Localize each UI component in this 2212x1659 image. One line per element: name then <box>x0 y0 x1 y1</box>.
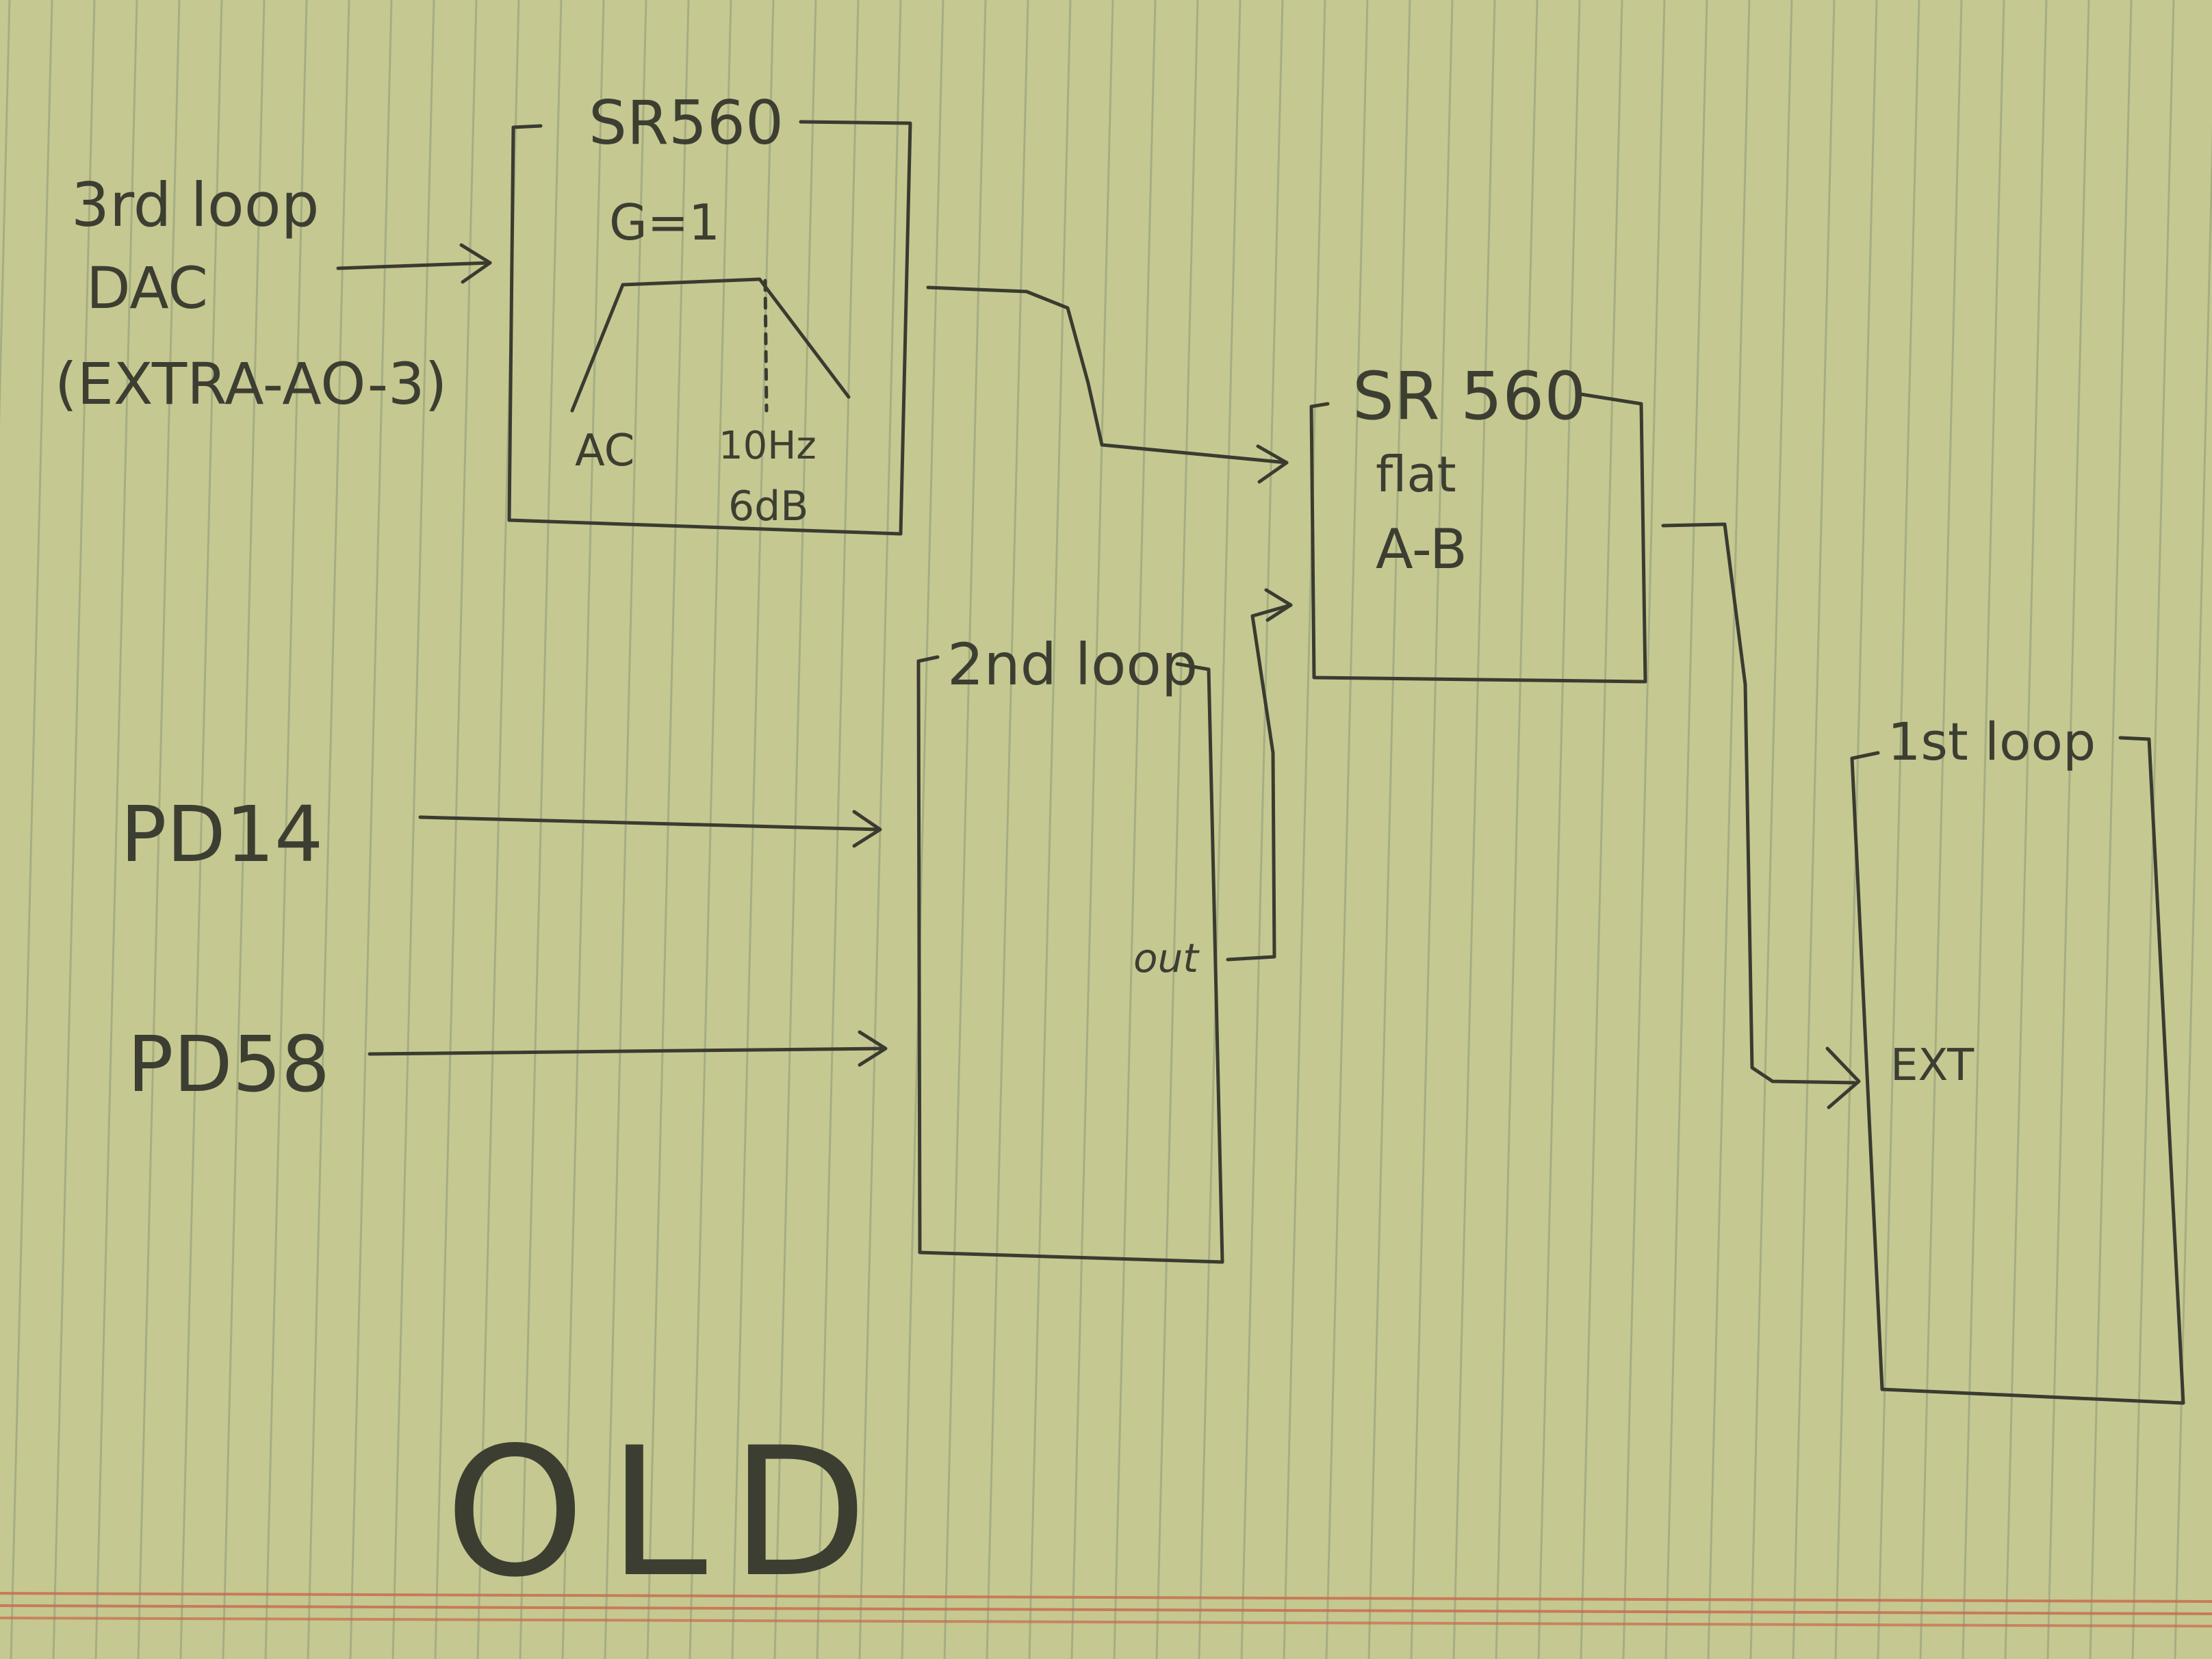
ruled-line <box>1622 0 1666 1659</box>
sr560-mid-input: A-B <box>1376 517 1467 581</box>
pd14-arrow-line <box>418 815 881 832</box>
ruled-line <box>901 0 944 1659</box>
ruled-line <box>1792 0 1836 1659</box>
sr560-top-title: SR560 <box>589 88 784 158</box>
pd14-arrow-head <box>852 810 882 848</box>
bandpass-filter-shape <box>570 277 851 413</box>
wire-out-to-mid <box>1226 603 1293 962</box>
ruled-line <box>731 0 775 1659</box>
wire-top-to-mid-arrowhead <box>1256 444 1289 484</box>
sr560-top-block: SR560 G=1 AC 10Hz 6dB <box>507 88 912 536</box>
ruled-line <box>1707 0 1751 1659</box>
ruled-line <box>52 0 96 1659</box>
ruled-line <box>1962 0 2005 1659</box>
ruled-line <box>94 0 138 1659</box>
ruled-line <box>137 0 181 1659</box>
pd58-arrow-head <box>858 1030 888 1067</box>
ruled-line <box>1749 0 1793 1659</box>
pd14-label: PD14 <box>120 790 323 879</box>
dac-arrow-head <box>459 243 492 284</box>
wire-top-to-mid <box>926 285 1289 465</box>
ruled-line <box>1283 0 1326 1659</box>
filter-freq-label: 10Hz <box>719 424 816 468</box>
sr560-mid-box <box>1309 392 1647 684</box>
dac-arrow-line <box>336 261 492 270</box>
dac-line1: 3rd loop <box>71 170 319 240</box>
ruled-line <box>391 0 435 1659</box>
coupling-label: AC <box>575 426 634 476</box>
second-loop-block: 2nd loop out <box>916 588 1293 1264</box>
ruled-line <box>1367 0 1411 1659</box>
ruled-line <box>1919 0 1963 1659</box>
first-loop-ext-label: EXT <box>1890 1040 1975 1091</box>
margin-lines <box>0 1592 2212 1628</box>
ruled-line <box>1495 0 1539 1659</box>
ruled-line <box>1070 0 1114 1659</box>
ruled-line <box>264 0 308 1659</box>
ruled-line <box>1580 0 1623 1659</box>
dac-source: 3rd loop DAC (EXTRA-AO-3) <box>55 170 492 417</box>
ruled-line <box>1877 0 1920 1659</box>
ruled-line <box>1113 0 1157 1659</box>
ruled-line <box>1198 0 1242 1659</box>
dac-line2: DAC <box>86 255 208 322</box>
ruled-line <box>307 0 350 1659</box>
ruled-line <box>1664 0 1708 1659</box>
ruled-line <box>2046 0 2090 1659</box>
wire-mid-to-ext-arrowhead <box>1825 1046 1861 1109</box>
ruled-line <box>1240 0 1284 1659</box>
ruled-line <box>2004 0 2048 1659</box>
first-loop-title: 1st loop <box>1888 711 2096 772</box>
ruled-line <box>986 0 1029 1659</box>
sr560-mid-block: SR 560 flat A-B <box>1309 358 1647 684</box>
pd58-label: PD58 <box>127 1020 330 1109</box>
ruled-line <box>646 0 690 1659</box>
ruled-line <box>561 0 605 1659</box>
ruled-line <box>1452 0 1496 1659</box>
ruled-line <box>1410 0 1454 1659</box>
filter-rolloff-label: 6dB <box>728 483 808 530</box>
ruled-line <box>1537 0 1581 1659</box>
first-loop-block: 1st loop EXT <box>1850 711 2185 1405</box>
ruled-line <box>179 0 223 1659</box>
ruled-line <box>222 0 266 1659</box>
ruled-line <box>2089 0 2133 1659</box>
ruled-line <box>1155 0 1199 1659</box>
ruled-line <box>943 0 987 1659</box>
pd14-source: PD14 <box>120 790 882 879</box>
pd58-source: PD58 <box>127 1020 888 1109</box>
wire-mid-to-ext <box>1661 522 1857 1085</box>
sr560-top-gain: G=1 <box>609 194 720 251</box>
pd58-arrow-line <box>368 1046 886 1056</box>
old-label: OLD <box>445 1410 891 1617</box>
ruled-line <box>1325 0 1369 1659</box>
sr560-mid-title: SR 560 <box>1352 358 1586 435</box>
ruled-line <box>1028 0 1072 1659</box>
second-loop-box <box>916 655 1224 1264</box>
ruled-line <box>604 0 647 1659</box>
ruled-line <box>519 0 563 1659</box>
second-loop-out-label: out <box>1133 935 1200 981</box>
first-loop-box <box>1850 736 2185 1405</box>
ruled-line <box>349 0 393 1659</box>
ruled-line <box>0 0 11 429</box>
cutoff-dashed-line <box>763 279 769 413</box>
second-loop-title: 2nd loop <box>947 631 1198 698</box>
sr560-top-box <box>507 120 912 536</box>
ruled-line <box>10 0 53 1659</box>
sr560-mid-mode: flat <box>1376 446 1456 503</box>
dac-line3: (EXTRA-AO-3) <box>55 350 447 417</box>
wire-out-to-mid-arrowhead <box>1264 588 1293 622</box>
ruled-line <box>773 0 817 1659</box>
ruled-line <box>689 0 732 1659</box>
